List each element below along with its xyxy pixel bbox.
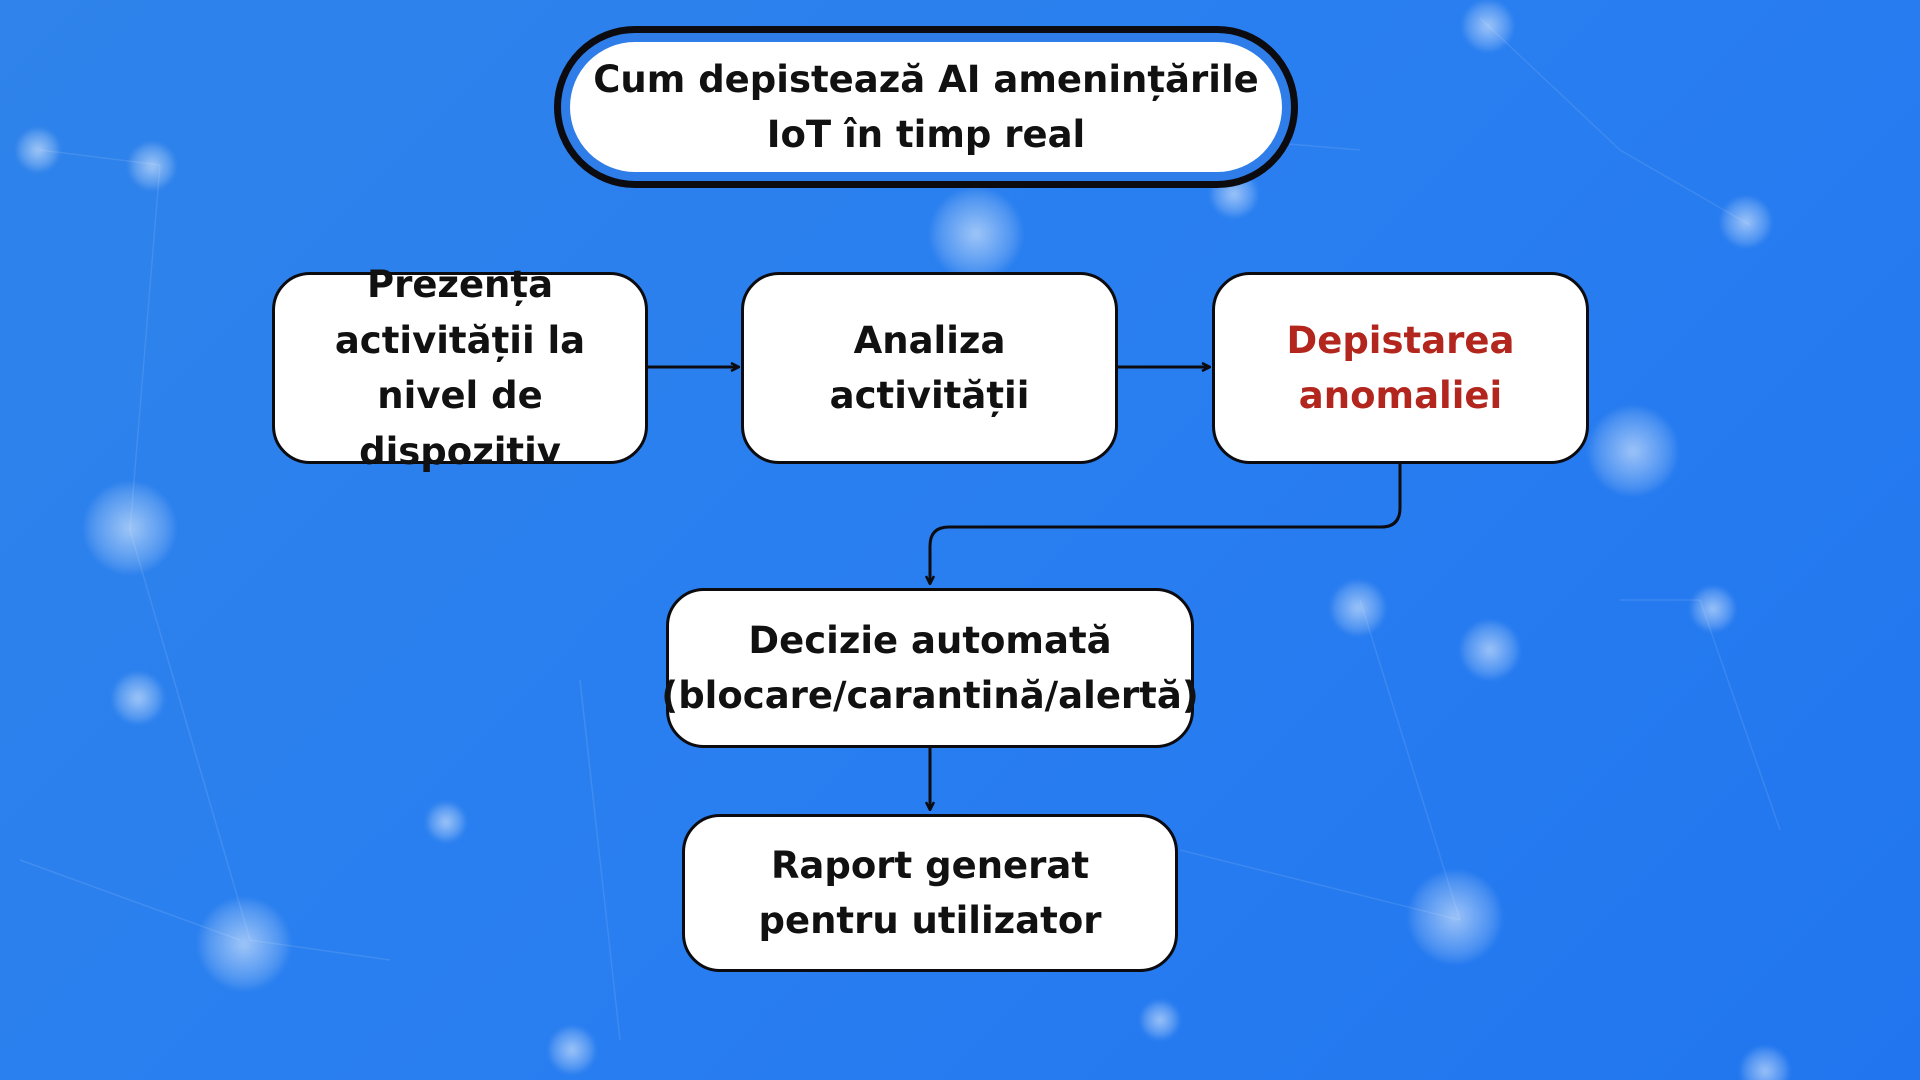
step-automatic-decision: Decizie automată (blocare/carantină/aler… — [661, 588, 1199, 748]
step-activity-analysis: Analiza activității — [741, 272, 1118, 464]
step-anomaly-detection: Depistarea anomaliei — [1212, 272, 1589, 464]
step-activity-presence: Prezența activității la nivel de dispozi… — [272, 263, 648, 473]
step-user-report: Raport generat pentru utilizator — [682, 814, 1178, 972]
diagram-title: Cum depistează AI amenințările IoT în ti… — [570, 42, 1282, 172]
arrow-detection-to-decision — [930, 464, 1402, 584]
title-banner: Cum depistează AI amenințările IoT în ti… — [554, 26, 1298, 188]
